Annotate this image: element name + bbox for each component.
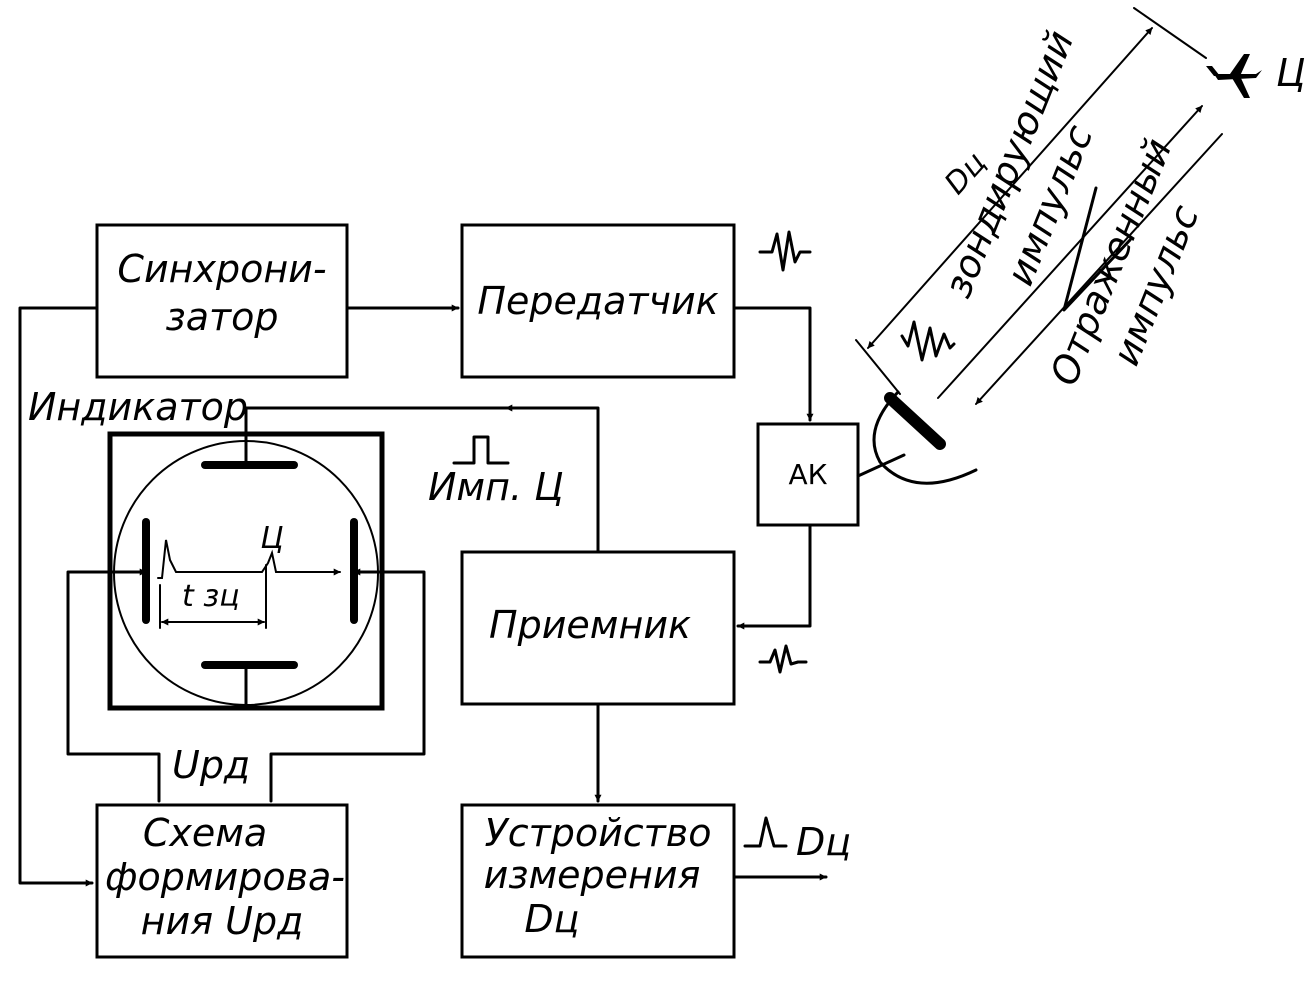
reflected-pulse-arrow — [975, 133, 1223, 405]
antenna-reflector — [872, 390, 978, 485]
transmitter-label: Передатчик — [477, 279, 718, 323]
sweep-to-left-plate-line — [66, 568, 161, 803]
antenna — [856, 320, 978, 485]
rect-pulse-icon — [452, 435, 510, 465]
measurement-label-line1: Устройство — [485, 811, 712, 855]
receiver-block: Приемник — [460, 550, 736, 706]
rf-pulse-icon — [900, 320, 956, 362]
sweep-label-line1: Схема — [143, 811, 267, 855]
sweep-voltage-label: Uрд — [172, 743, 250, 787]
sweep-trace — [157, 539, 341, 579]
receiver-label: Приемник — [489, 603, 691, 647]
sweep-to-right-plate-line — [269, 568, 426, 803]
antenna-switch-label: АК — [788, 458, 827, 491]
range-output-label: Dц — [796, 820, 851, 864]
rf-pulse-icon — [758, 230, 812, 272]
sweep-label-line2: формирова- — [105, 855, 345, 899]
range-dimension-line — [867, 27, 1153, 349]
antenna-switch-to-receiver-line — [736, 523, 812, 630]
target-pulse-label: Имп. Ц — [428, 465, 564, 509]
transmitter-block: Передатчик — [460, 223, 736, 379]
probe-pulse-arrow — [937, 105, 1203, 399]
target-label: Ц — [1276, 51, 1306, 95]
echo-pulse-icon — [743, 816, 788, 848]
delay-time-label: t зц — [182, 579, 240, 614]
indicator: Индикатор Ц t зц — [28, 385, 385, 711]
sweep-label-line3: ния Uрд — [141, 899, 304, 943]
sweep-former-block: Схема формирова- ния Uрд — [95, 803, 349, 959]
transmitter-to-antenna-switch-line — [732, 306, 814, 422]
measurement-label-line2: измерения — [484, 853, 701, 897]
target-blip-label: Ц — [260, 521, 283, 556]
antenna-switch-block: АК — [756, 422, 860, 527]
receiver-to-indicator-line — [504, 404, 600, 554]
zigzag-icon — [1062, 186, 1132, 312]
sync-label-line2: затор — [166, 295, 279, 339]
sync-to-sweep-bus — [18, 306, 99, 887]
indicator-label: Индикатор — [28, 385, 248, 429]
sync-label-line1: Синхрони- — [117, 247, 326, 291]
rf-pulse-icon — [758, 644, 808, 674]
measurement-block: Устройство измерения Dц — [460, 803, 736, 959]
measurement-label-line3: Dц — [524, 897, 579, 941]
sync-block: Синхрони- затор — [95, 223, 349, 379]
aircraft-icon — [1206, 54, 1262, 98]
